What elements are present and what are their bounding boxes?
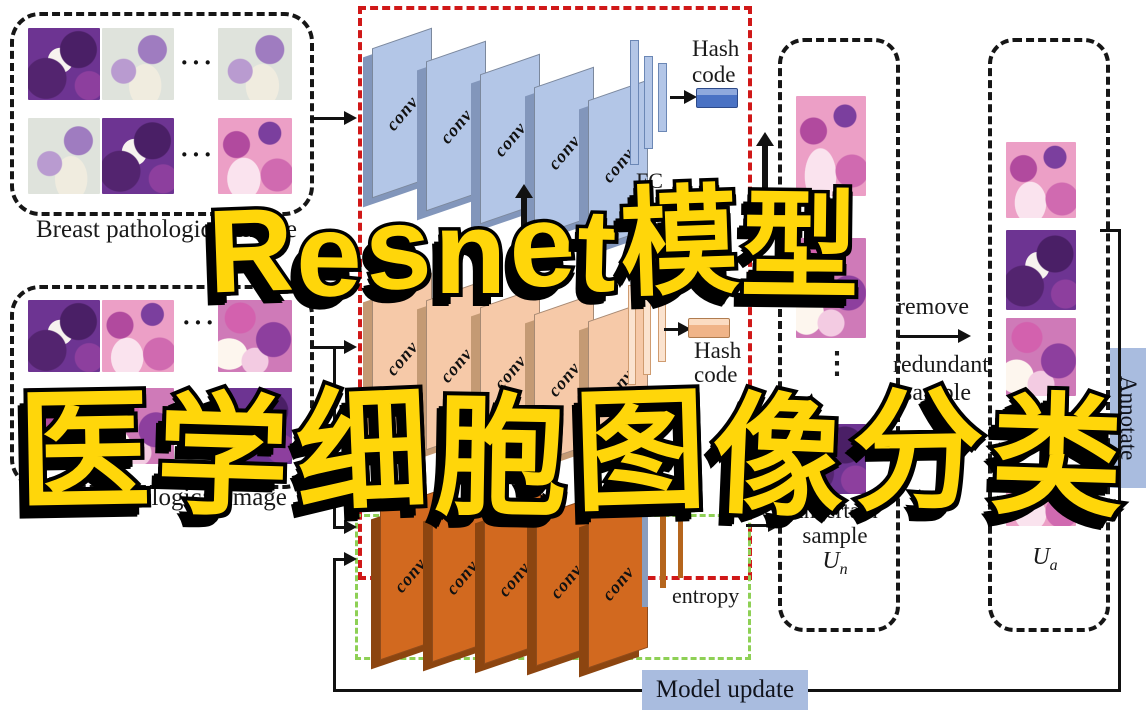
arrow-line (746, 524, 770, 527)
arrowhead (344, 520, 357, 534)
overlay-title-line2: 医学细胞图像分类 (13, 371, 1136, 538)
ua-symbol: Ua (1032, 544, 1058, 574)
ellipsis: ··· (182, 308, 218, 337)
pathology-image (1006, 230, 1076, 310)
model-update-label: Model update (655, 676, 795, 703)
arrowhead (768, 518, 781, 532)
pathology-image (28, 300, 100, 372)
arrowhead (678, 322, 691, 336)
arrow-line (670, 96, 686, 99)
hash-label: code (692, 62, 736, 87)
arrowhead (958, 329, 971, 343)
up-arrow-shaft (521, 196, 527, 252)
arrow-line (310, 117, 346, 120)
pathology-image (28, 388, 100, 464)
ellipsis: ··· (180, 48, 216, 77)
second-caption: pathological image (96, 484, 287, 511)
pathology-image (102, 300, 174, 372)
entropy-bar (660, 508, 666, 588)
entropy-bar (642, 508, 648, 607)
pathology-image (28, 118, 100, 194)
fc-bar (658, 63, 667, 132)
annotate-stub-line (1100, 229, 1121, 232)
pathology-image (218, 118, 292, 194)
arrowhead (344, 340, 357, 354)
arrow-line (664, 328, 680, 331)
pathology-image (1006, 468, 1076, 526)
second-images-box (10, 285, 314, 489)
ellipsis: ··· (182, 412, 218, 441)
pathology-image (796, 96, 866, 196)
model-update-box: Model update (642, 670, 808, 710)
hash-label: code (694, 362, 738, 387)
un-symbol: Un (822, 548, 848, 578)
uncertain-label: uncertain (792, 498, 878, 523)
pathology-image (796, 424, 866, 494)
up-arrow-shaft (762, 145, 768, 215)
hash-code-box-blue (696, 88, 738, 108)
entropy-bar (678, 512, 683, 578)
arrow-line (898, 335, 960, 338)
pathology-image (102, 118, 174, 194)
annotate-strip: Annotate (1110, 348, 1146, 488)
pathology-image (218, 28, 292, 100)
annotated-pool-box (988, 38, 1110, 632)
arrowhead (344, 111, 357, 125)
entropy-label: entropy (672, 583, 740, 608)
branch-line (333, 346, 336, 528)
pathology-image (102, 28, 174, 100)
fc-bar (643, 287, 651, 375)
remove-label: remove (897, 294, 969, 320)
pathology-image (28, 28, 100, 100)
hash-label: Hash (692, 36, 740, 61)
up-arrowhead (515, 184, 533, 198)
feedback-line-left (333, 558, 336, 691)
arrowhead (684, 90, 697, 104)
up-arrowhead (756, 132, 774, 146)
hash-label: Hash (694, 338, 742, 363)
hash-code-box-peach (688, 318, 730, 338)
vertical-ellipsis: ⋮ (822, 347, 852, 380)
pathology-image (1006, 318, 1076, 396)
fc-bar (658, 293, 666, 362)
fc-label: FC (638, 242, 665, 267)
arrow-line (333, 526, 346, 529)
pathology-image (102, 388, 174, 464)
breast-caption: Breast pathological image (36, 216, 298, 243)
feedback-line-right (1118, 229, 1121, 691)
sample-label: sample (903, 380, 971, 406)
arrow-line (333, 558, 346, 561)
fc-bar (630, 40, 639, 165)
fc-label: FC (636, 168, 663, 193)
pathology-image (1006, 142, 1076, 218)
pathology-image (796, 238, 866, 338)
breast-images-box (10, 12, 314, 216)
fc-bar (644, 56, 653, 149)
arrowhead (344, 552, 357, 566)
pathology-image (218, 300, 292, 372)
fc-bar (628, 285, 636, 385)
sample-label: sample (802, 523, 868, 548)
redundant-label: redundant (893, 352, 989, 378)
pathology-image (218, 388, 292, 464)
ellipsis: ··· (180, 140, 216, 169)
overlay-title-line1: Resnet模型 (202, 172, 865, 326)
arrow-line (310, 346, 346, 349)
